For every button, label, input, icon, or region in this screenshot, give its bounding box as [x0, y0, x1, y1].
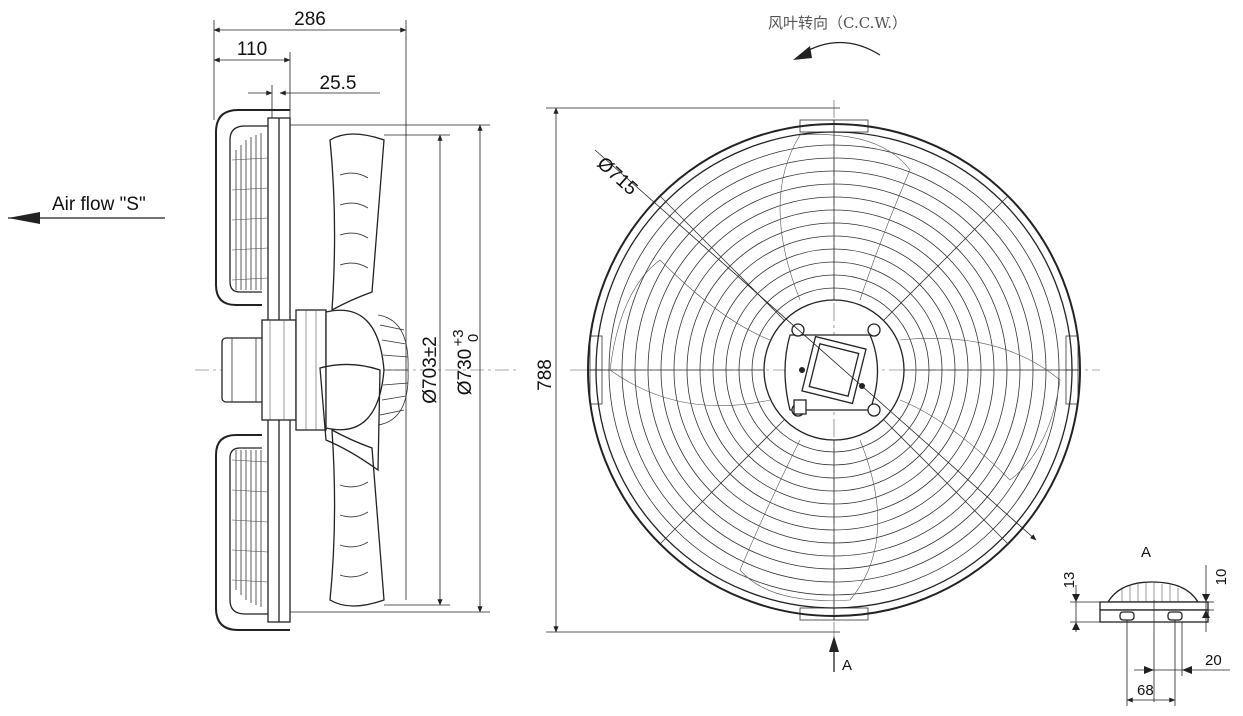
front-view: 风叶转向（C.C.W.） 788: [535, 14, 1100, 674]
dim-286-label: 286: [294, 9, 326, 30]
dim-730-label: Ø730: [455, 349, 476, 395]
dimension-20: 20: [1134, 622, 1230, 702]
guard-frame: [215, 109, 290, 631]
dim-110-label: 110: [237, 39, 267, 60]
dimension-788: 788: [535, 107, 840, 633]
blades-front: [609, 134, 1061, 601]
dimension-68: 68: [1126, 620, 1176, 706]
dim-13-label: 13: [1061, 572, 1078, 589]
section-marker-a: A: [829, 636, 852, 674]
dimension-286: 286: [213, 9, 407, 600]
side-view: 286 110 25.5 Air flow "S": [8, 9, 520, 631]
airflow-arrow: Air flow "S": [8, 194, 165, 224]
dim-730-tol-lower: 0: [465, 334, 482, 342]
dim-703-label: Ø703±2: [420, 336, 441, 403]
dimension-730: Ø730 +3 0: [290, 124, 490, 613]
airflow-label: Air flow "S": [52, 194, 146, 215]
dimension-10: 10: [1198, 565, 1230, 632]
dimension-703: Ø703±2: [384, 134, 450, 606]
section-marker-label: A: [842, 657, 852, 674]
dimension-25-5: 25.5: [248, 73, 380, 128]
dim-788-label: 788: [535, 359, 556, 391]
detail-a-title: A: [1141, 544, 1151, 561]
rotation-label: 风叶转向（C.C.W.）: [768, 14, 907, 32]
terminal-box: [784, 323, 881, 417]
motor: [221, 309, 409, 431]
rotation-indicator: 风叶转向（C.C.W.）: [768, 14, 907, 60]
dim-730-tol-upper: +3: [450, 329, 467, 346]
dim-20-label: 20: [1205, 652, 1222, 669]
dim-10-label: 10: [1213, 569, 1230, 586]
dimension-110: 110: [213, 39, 291, 125]
detail-a: A 13 10: [1061, 544, 1230, 706]
dimension-13: 13: [1061, 572, 1108, 632]
dim-25-5-label: 25.5: [320, 73, 357, 94]
dim-715-label: Ø715: [593, 153, 642, 200]
dim-68-label: 68: [1137, 682, 1154, 699]
blades-profile: [319, 133, 385, 607]
